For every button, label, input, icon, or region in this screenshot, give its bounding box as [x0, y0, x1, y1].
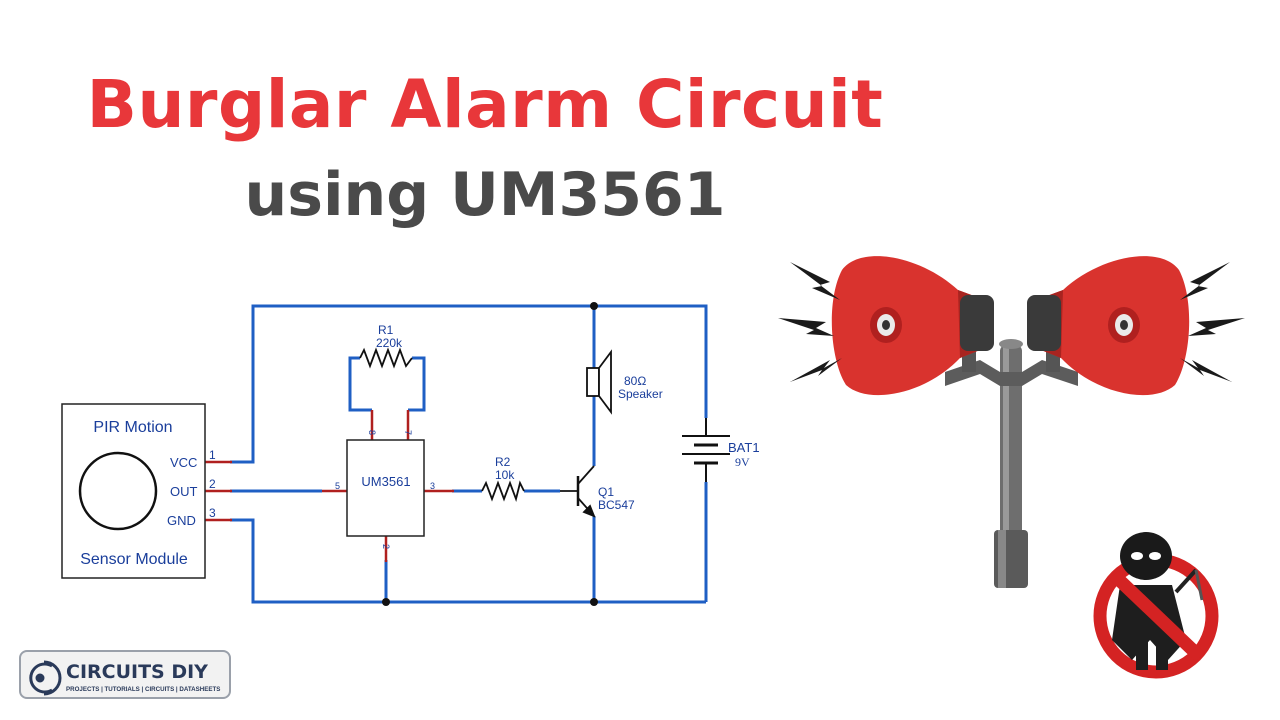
ic-um3561: UM3561 8 7 5 3 2 — [335, 430, 435, 549]
junction-dots — [382, 302, 598, 606]
resistor-r2: R2 10k — [481, 455, 525, 503]
circuit-wires — [230, 304, 708, 604]
r1-ref: R1 — [378, 323, 394, 337]
pin-stubs — [205, 410, 454, 562]
circuits-diy-logo: CIRCUITS DIY PROJECTS | TUTORIALS | CIRC… — [19, 650, 231, 699]
q1-part: BC547 — [598, 498, 635, 512]
resistor-r2-icon — [481, 480, 525, 503]
r2-ref: R2 — [495, 455, 511, 469]
pir-sensor-module: PIR Motion Sensor Module VCC OUT GND 1 2… — [61, 403, 216, 579]
r1-value: 220k — [376, 336, 403, 350]
ic-pin-2: 2 — [381, 544, 391, 549]
bat-ref: BAT1 — [728, 440, 760, 455]
pir-pin-out: OUT — [170, 484, 198, 499]
pir-title: PIR Motion — [93, 419, 172, 436]
alarm-horn-icon — [778, 256, 1245, 588]
resistor-r1-icon — [359, 347, 413, 369]
ic-pin-5: 5 — [335, 481, 340, 491]
speaker-label: Speaker — [618, 387, 663, 401]
logo-name: CIRCUITS DIY — [66, 661, 208, 683]
pir-subtitle: Sensor Module — [80, 551, 188, 568]
speaker-value: 80Ω — [624, 374, 646, 388]
ic-name: UM3561 — [361, 474, 410, 489]
logo-mark-icon — [29, 660, 62, 696]
transistor-icon — [560, 465, 596, 518]
logo-tagline: PROJECTS | TUTORIALS | CIRCUITS | DATASH… — [66, 686, 220, 693]
page-title: Burglar Alarm Circuit — [86, 66, 884, 143]
page-subtitle: using UM3561 — [244, 160, 726, 230]
pir-pin-num-2: 2 — [209, 477, 216, 491]
ic-pin-7: 7 — [403, 430, 413, 435]
speaker: 80Ω Speaker — [586, 349, 663, 415]
battery-bat1: BAT1 9V — [682, 418, 760, 482]
pir-lens-icon — [78, 451, 158, 531]
battery-icon — [682, 418, 730, 482]
pir-pin-gnd: GND — [167, 513, 196, 528]
pir-pin-num-1: 1 — [209, 448, 216, 462]
pir-pin-vcc: VCC — [170, 455, 197, 470]
pir-pin-num-3: 3 — [209, 506, 216, 520]
bat-value: 9V — [735, 455, 750, 469]
speaker-icon — [586, 349, 612, 415]
r2-value: 10k — [495, 468, 515, 482]
ic-pin-8: 8 — [367, 430, 377, 435]
q1-ref: Q1 — [598, 485, 614, 499]
no-burglar-icon — [1093, 532, 1219, 679]
resistor-r1: R1 220k — [359, 323, 413, 369]
transistor-q1: Q1 BC547 — [560, 465, 635, 518]
ic-pin-3: 3 — [430, 481, 435, 491]
